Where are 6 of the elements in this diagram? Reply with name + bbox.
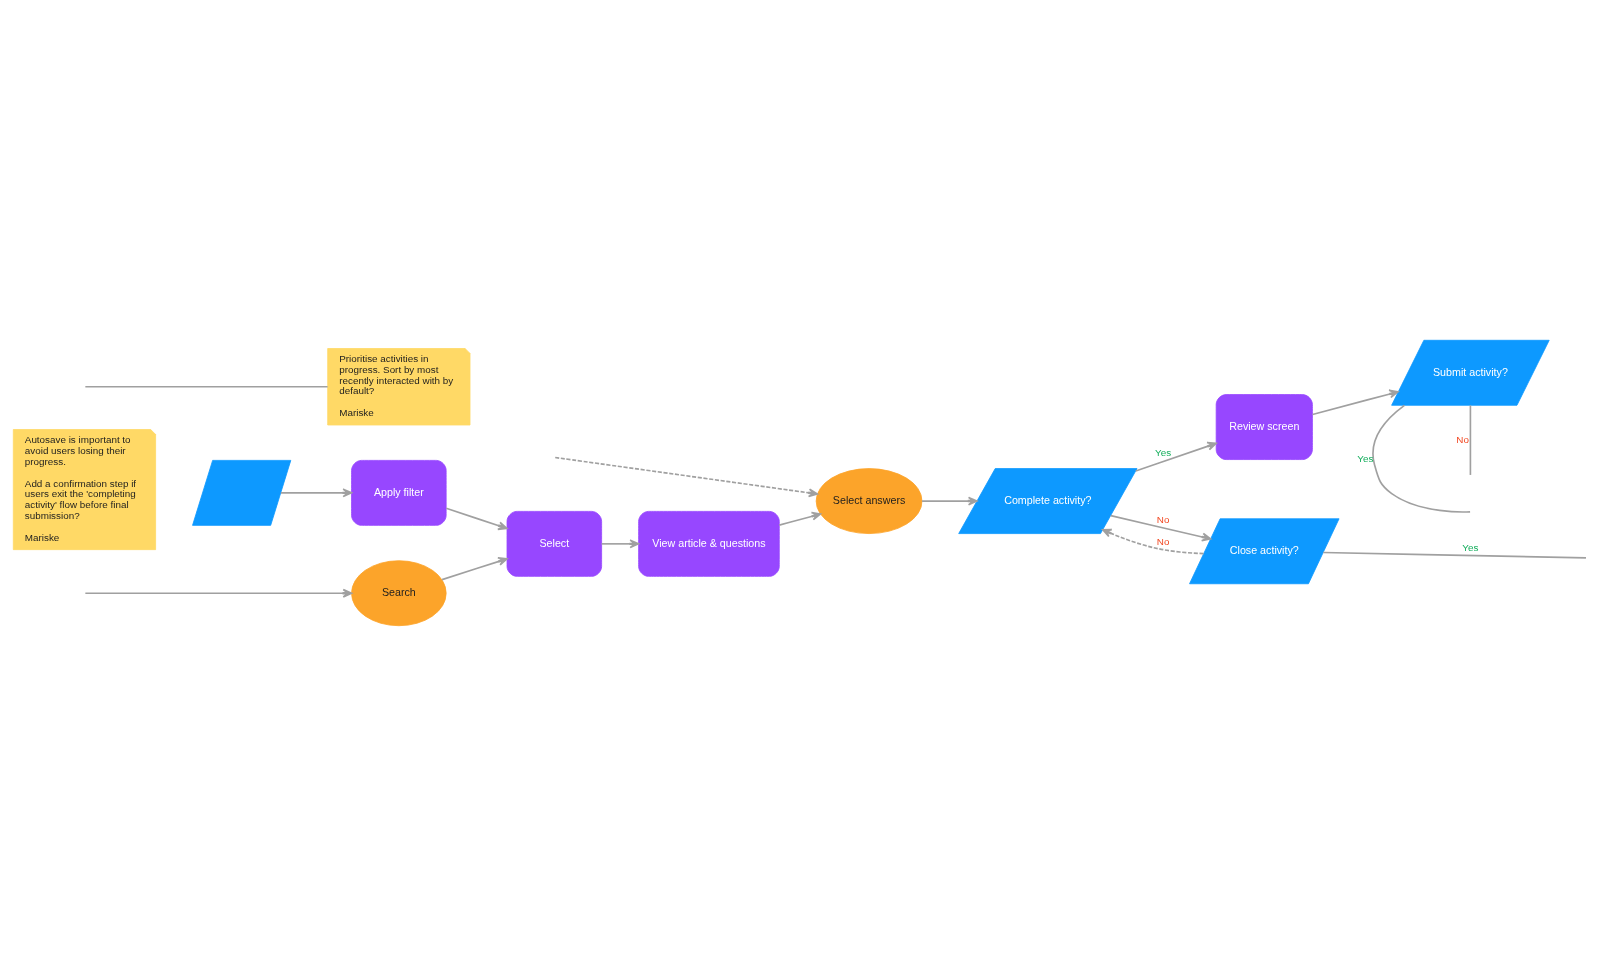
- edge-label: No: [1456, 433, 1469, 445]
- edge-label: Yes: [1155, 446, 1172, 458]
- edge-label: No: [1156, 513, 1170, 525]
- edge-label: No: [1156, 535, 1170, 547]
- edge-label: Yes: [1462, 541, 1479, 553]
- edge-label: Yes: [1357, 452, 1374, 464]
